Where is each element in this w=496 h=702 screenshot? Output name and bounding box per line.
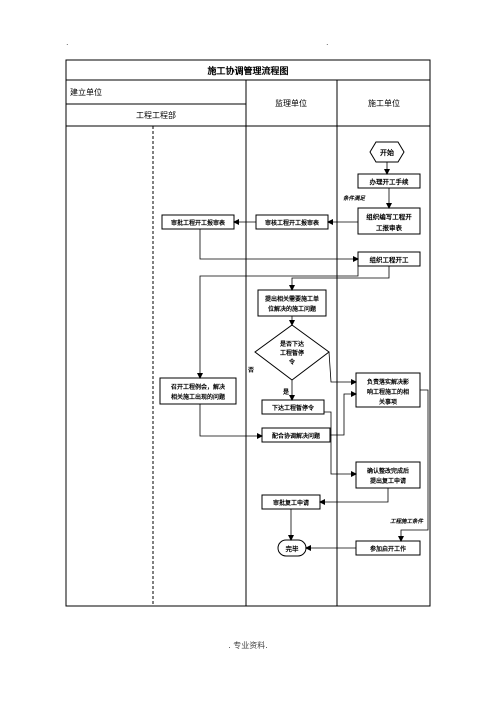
meeting-line2: 相关施工出现的问题 — [171, 393, 226, 401]
yes-label: 是 — [282, 388, 290, 396]
meeting-line1: 召开工程例会，解决 — [171, 383, 226, 391]
arrow-coordinate-resolve — [330, 391, 357, 436]
resolve-line1: 负责落实解决影 — [367, 378, 409, 386]
resolve-line3: 关事项 — [379, 398, 397, 406]
resolve-line2: 响工程施工的相 — [367, 388, 409, 396]
frame — [65, 59, 431, 607]
arrow-decision-resolve — [328, 351, 357, 385]
arrow-organize-start-raise — [289, 266, 390, 291]
raise-issues-line1: 提出相关需要施工单 — [265, 295, 319, 303]
issue-stop-label: 下达工程暂停令 — [272, 404, 315, 412]
arrow-resolve-participate — [398, 389, 429, 542]
raise-issues-line2: 位解决的施工问题 — [268, 305, 317, 313]
arrow-organize-start-meeting — [197, 266, 359, 379]
raise-issues-box — [257, 289, 327, 317]
review-report-label: 审核工程开工报审表 — [265, 219, 320, 227]
organize-report-box — [357, 207, 421, 235]
arrow-confirm-approve-resume — [319, 488, 389, 505]
organize-start-label: 组织工程开工 — [370, 255, 410, 264]
footer-note: . 专业资料. — [228, 641, 268, 650]
confirm-box — [355, 461, 421, 489]
approve-report-label: 审批工程开工报审表 — [171, 219, 226, 227]
lane-owner: 建立单位 — [70, 87, 102, 97]
decision-line1: 是否下达 — [279, 340, 304, 348]
site-conditions-label: 工程施工条件 — [390, 518, 425, 525]
permit-label: 办理开工手续 — [370, 177, 410, 186]
no-label: 否 — [248, 366, 254, 374]
organize-report-line1: 组织编写工程开 — [366, 212, 412, 221]
start-node — [369, 141, 405, 163]
top-dot-left: . — [66, 38, 69, 47]
top-dot-right: . — [326, 38, 329, 47]
coordinate-label: 配合协调解决问题 — [272, 432, 321, 440]
confirm-line2: 提出复工申请 — [370, 477, 406, 485]
conditions-label: 条件满足 — [343, 195, 366, 202]
end-label: 完毕 — [286, 544, 300, 553]
organize-report-line2: 工报审表 — [376, 223, 403, 232]
resolve-box — [355, 372, 421, 408]
lane-supervisor: 监理单位 — [275, 98, 307, 108]
meeting-box — [159, 377, 237, 405]
arrow-approve-organize-start — [199, 229, 359, 262]
connectors — [197, 162, 429, 551]
approve-resume-label: 审批复工申请 — [273, 499, 309, 507]
diagram-title: 施工协调管理流程图 — [207, 65, 288, 77]
confirm-line1: 确认整改完成后 — [367, 467, 409, 475]
participate-label: 参加启开工作 — [369, 545, 406, 553]
lane-owner-sub: 工程工程部 — [136, 110, 176, 120]
decision-line3: 令 — [288, 358, 296, 366]
start-label: 开始 — [380, 148, 394, 157]
arrow-issue-stop-confirm — [324, 411, 357, 477]
decision-line2: 工程暂停 — [280, 349, 304, 357]
lane-contractor: 施工单位 — [368, 98, 400, 108]
arrow-meeting-coordinate — [199, 404, 263, 439]
